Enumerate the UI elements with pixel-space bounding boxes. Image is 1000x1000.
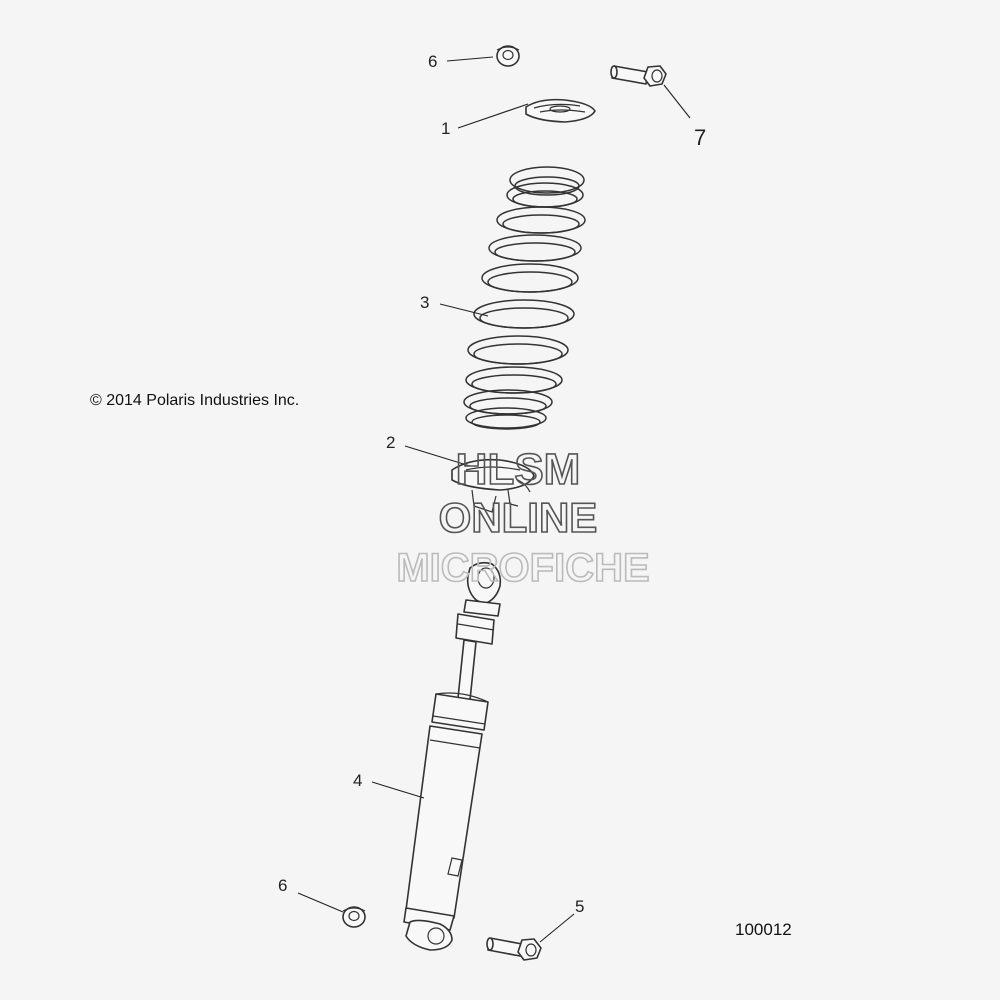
watermark-line-3: MICROFICHE — [396, 546, 649, 590]
part-3-coil-spring — [463, 166, 586, 430]
leader-6-bottom — [297, 892, 344, 913]
watermark-line-2: ONLINE — [439, 494, 598, 541]
callout-6-bottom: 6 — [278, 876, 287, 895]
leader-6-top — [446, 56, 494, 62]
part-4-shock-absorber — [403, 561, 502, 951]
leader-1 — [457, 103, 529, 129]
leader-3 — [439, 303, 489, 317]
leader-7 — [663, 84, 691, 119]
part-6-bottom-nut — [342, 906, 366, 928]
callout-3: 3 — [420, 293, 429, 312]
copyright-text: © 2014 Polaris Industries Inc. — [90, 392, 299, 409]
callout-4: 4 — [353, 771, 362, 790]
callout-5: 5 — [575, 897, 584, 916]
part-6-top-nut — [496, 45, 520, 67]
part-1-upper-retainer — [525, 98, 596, 123]
part-5-lower-bolt — [486, 937, 542, 961]
part-7-upper-bolt — [610, 65, 667, 87]
callout-1: 1 — [441, 119, 450, 138]
figure-number: 100012 — [735, 920, 792, 939]
watermark: HLSM ONLINE MICROFICHE — [396, 444, 651, 591]
part-2-lower-retainer — [451, 458, 535, 513]
callout-2: 2 — [386, 433, 395, 452]
callout-7: 7 — [694, 125, 706, 150]
leader-4 — [371, 781, 425, 799]
watermark-line-1: HLSM — [456, 445, 581, 494]
leader-5 — [539, 913, 575, 943]
leader-2 — [404, 445, 471, 467]
callout-6-top: 6 — [428, 52, 437, 71]
